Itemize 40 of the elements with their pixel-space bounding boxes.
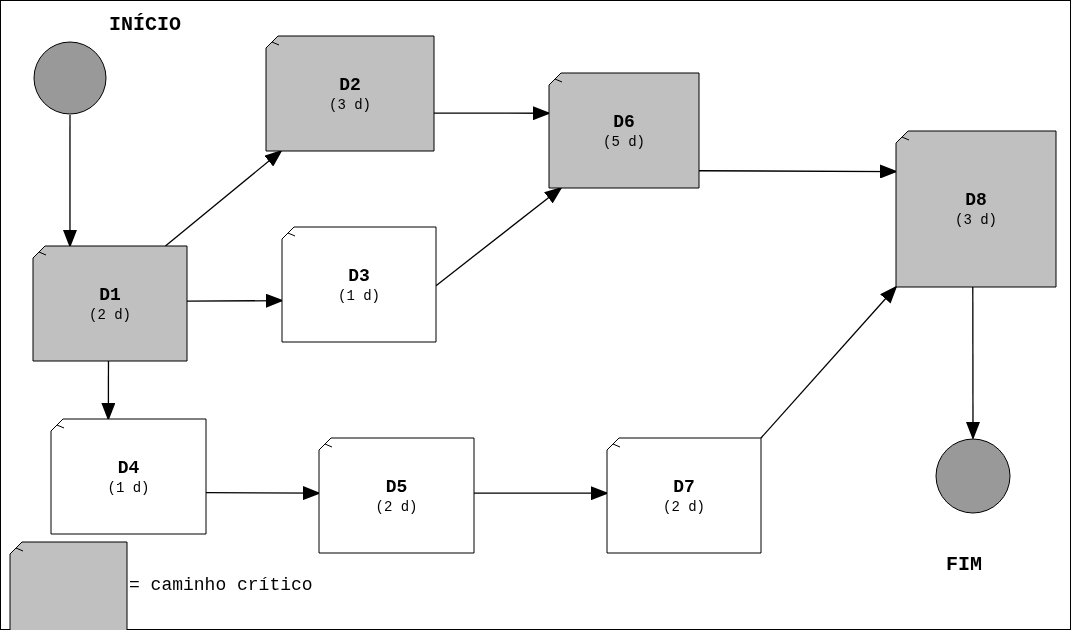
activity-duration: (1 d) — [107, 478, 150, 497]
activity-document-box — [266, 36, 434, 151]
arrow — [473, 486, 609, 501]
activity-document-box — [607, 438, 761, 553]
event-circle — [935, 438, 1011, 514]
activity-duration: (3 d) — [329, 95, 371, 114]
arrow — [966, 286, 980, 440]
legend-text: = caminho crítico — [129, 575, 313, 595]
activity-name: D5 — [385, 475, 408, 498]
activity-document-box — [549, 73, 699, 188]
arrow — [62, 114, 77, 248]
arrow — [164, 149, 283, 247]
arrow — [435, 186, 563, 287]
activity-name: D4 — [117, 456, 140, 479]
event-label: FIM — [946, 553, 982, 576]
activity-duration: (2 d) — [89, 305, 131, 324]
activity-document-box — [282, 227, 436, 342]
arrow — [760, 285, 898, 439]
activity-document-box — [896, 131, 1056, 287]
activity-document-box — [33, 246, 187, 361]
activity-name: D6 — [613, 110, 635, 133]
activity-document-box — [51, 419, 206, 534]
activity-duration: (2 d) — [375, 497, 418, 516]
activity-name: D1 — [99, 283, 121, 306]
activity-document-box — [319, 438, 474, 553]
activity-name: D8 — [965, 189, 987, 211]
activity-name: D3 — [348, 264, 370, 287]
activity-name: D7 — [673, 475, 695, 498]
event-label: INÍCIO — [109, 13, 181, 36]
arrow — [205, 486, 321, 501]
activity-duration: (1 d) — [338, 286, 380, 305]
event-circle — [33, 41, 107, 115]
activity-name: D2 — [339, 73, 361, 96]
activity-duration: (5 d) — [603, 132, 645, 151]
activity-duration: (3 d) — [955, 211, 997, 229]
arrow — [433, 106, 551, 121]
arrow — [186, 293, 284, 308]
arrow — [101, 360, 116, 421]
activity-duration: (2 d) — [663, 497, 705, 516]
arrow — [698, 164, 898, 179]
